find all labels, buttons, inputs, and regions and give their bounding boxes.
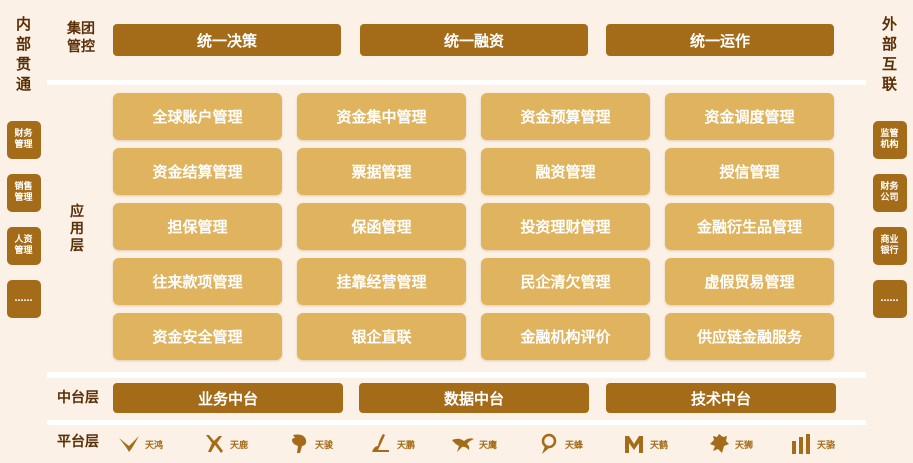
brand-tianhong[interactable]: 天鸿 xyxy=(117,430,163,458)
module-debt-clearance[interactable]: 民企清欠管理 xyxy=(481,258,650,305)
external-item-finance-company[interactable]: 财务公司 xyxy=(872,174,907,212)
internal-item-more[interactable]: …… xyxy=(6,280,41,318)
group-control-label: 集团管控 xyxy=(67,21,95,55)
brand-tianhe[interactable]: 天鹤 xyxy=(622,430,668,458)
module-fund-dispatch[interactable]: 资金调度管理 xyxy=(665,93,834,140)
brand-tianshi[interactable]: 天狮 xyxy=(707,430,753,458)
module-fund-security[interactable]: 资金安全管理 xyxy=(113,313,282,360)
module-global-account[interactable]: 全球账户管理 xyxy=(113,93,282,140)
module-guarantee[interactable]: 担保管理 xyxy=(113,203,282,250)
module-fund-concentration[interactable]: 资金集中管理 xyxy=(297,93,466,140)
crane-icon xyxy=(625,436,643,453)
internal-connection-title: 内部贯通 xyxy=(15,15,31,93)
application-layer-label: 应用层 xyxy=(70,204,84,254)
roc-icon xyxy=(372,434,389,452)
group-control-band: 集团管控 统一决策 统一融资 统一运作 xyxy=(47,0,866,80)
unified-operation-button[interactable]: 统一运作 xyxy=(606,24,834,56)
deer-icon xyxy=(206,435,223,453)
module-false-trade[interactable]: 虚假贸易管理 xyxy=(665,258,834,305)
module-receivables[interactable]: 往来款项管理 xyxy=(113,258,282,305)
lion-icon xyxy=(710,434,729,453)
module-affiliated-operation[interactable]: 挂靠经营管理 xyxy=(297,258,466,305)
module-institution-evaluation[interactable]: 金融机构评价 xyxy=(481,313,650,360)
data-middle-platform-button[interactable]: 数据中台 xyxy=(359,383,589,413)
internal-item-finance[interactable]: 财务管理 xyxy=(6,121,41,159)
brand-tianpeng[interactable]: 天鹏 xyxy=(369,430,415,458)
bee-icon xyxy=(541,433,557,454)
external-item-bank[interactable]: 商业银行 xyxy=(872,227,907,265)
brand-tianying[interactable]: 天鹰 xyxy=(451,430,497,458)
module-derivatives[interactable]: 金融衍生品管理 xyxy=(665,203,834,250)
module-bill[interactable]: 票据管理 xyxy=(297,148,466,195)
unified-decision-button[interactable]: 统一决策 xyxy=(113,24,341,56)
external-connection-column: 外部互联 监管机构 财务公司 商业银行 …… xyxy=(866,0,913,463)
application-layer-band: 应用层 全球账户管理 资金集中管理 资金预算管理 资金调度管理 资金结算管理 票… xyxy=(47,85,866,372)
brand-tianluo[interactable]: 天骆 xyxy=(789,430,835,458)
module-bank-enterprise-link[interactable]: 银企直联 xyxy=(297,313,466,360)
tech-middle-platform-button[interactable]: 技术中台 xyxy=(606,383,836,413)
external-item-regulator[interactable]: 监管机构 xyxy=(872,121,907,159)
brand-tianjun[interactable]: 天骏 xyxy=(287,430,333,458)
middle-platform-band: 中台层 业务中台 数据中台 技术中台 xyxy=(47,378,866,420)
module-financing[interactable]: 融资管理 xyxy=(481,148,650,195)
module-fund-settlement[interactable]: 资金结算管理 xyxy=(113,148,282,195)
module-supply-chain-finance[interactable]: 供应链金融服务 xyxy=(665,313,834,360)
horse-icon xyxy=(292,434,307,453)
brand-tianfeng[interactable]: 天蜂 xyxy=(537,430,583,458)
business-middle-platform-button[interactable]: 业务中台 xyxy=(113,383,343,413)
external-item-more[interactable]: …… xyxy=(872,280,907,318)
internal-item-hr[interactable]: 人资管理 xyxy=(6,227,41,265)
brand-tianlu[interactable]: 天鹿 xyxy=(202,430,248,458)
module-fund-budget[interactable]: 资金预算管理 xyxy=(481,93,650,140)
bird-wing-icon xyxy=(119,436,139,452)
module-letter-of-guarantee[interactable]: 保函管理 xyxy=(297,203,466,250)
platform-layer-label: 平台层 xyxy=(57,434,99,450)
module-credit[interactable]: 授信管理 xyxy=(665,148,834,195)
camel-icon xyxy=(792,434,810,454)
internal-connection-column: 内部贯通 财务管理 销售管理 人资管理 …… xyxy=(0,0,47,463)
internal-item-sales[interactable]: 销售管理 xyxy=(6,174,41,212)
module-investment[interactable]: 投资理财管理 xyxy=(481,203,650,250)
unified-financing-button[interactable]: 统一融资 xyxy=(360,24,588,56)
external-connection-title: 外部互联 xyxy=(881,15,897,93)
platform-layer-band: 平台层 天鸿 天鹿 天骏 天鹏 天鹰 天蜂 天鹤 天狮 天骆 xyxy=(47,425,866,463)
eagle-icon xyxy=(452,438,474,452)
middle-platform-label: 中台层 xyxy=(57,390,99,406)
